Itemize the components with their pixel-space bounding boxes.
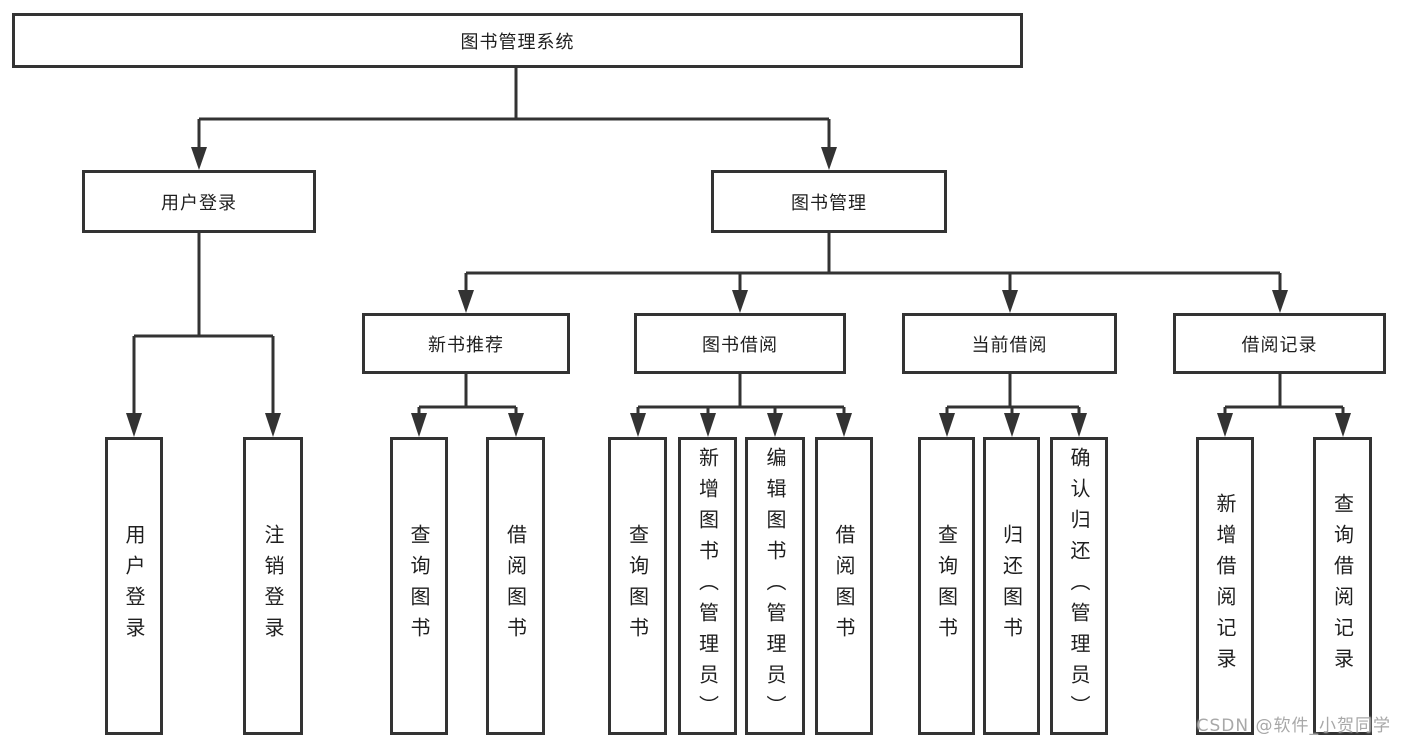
arrow-down-icon	[1004, 413, 1020, 437]
arrow-down-icon	[939, 413, 955, 437]
node-borrowing-records: 借阅记录	[1173, 313, 1386, 374]
leaf-edit-book-admin: 编辑图书（管理员）	[745, 437, 805, 735]
arrow-down-icon	[508, 413, 524, 437]
arrow-down-icon	[1071, 413, 1087, 437]
leaf-query-books-current: 查询图书	[918, 437, 975, 735]
leaf-return-books: 归还图书	[983, 437, 1040, 735]
node-new-book-recommendation: 新书推荐	[362, 313, 570, 374]
arrow-down-icon	[191, 147, 207, 170]
arrow-down-icon	[126, 413, 142, 437]
node-book-borrowing: 图书借阅	[634, 313, 846, 374]
node-user-login: 用户登录	[82, 170, 316, 233]
leaf-user-login: 用户登录	[105, 437, 163, 735]
leaf-confirm-return-admin: 确认归还（管理员）	[1050, 437, 1108, 735]
leaf-query-borrow-record: 查询借阅记录	[1313, 437, 1372, 735]
node-library-management-system: 图书管理系统	[12, 13, 1023, 68]
node-book-management: 图书管理	[711, 170, 947, 233]
arrow-down-icon	[732, 290, 748, 313]
leaf-logout: 注销登录	[243, 437, 303, 735]
arrow-down-icon	[1002, 290, 1018, 313]
arrow-down-icon	[700, 413, 716, 437]
arrow-down-icon	[1272, 290, 1288, 313]
node-current-borrowing: 当前借阅	[902, 313, 1117, 374]
leaf-borrow-books: 借阅图书	[815, 437, 873, 735]
arrow-down-icon	[458, 290, 474, 313]
arrow-down-icon	[411, 413, 427, 437]
leaf-borrow-books-recommend: 借阅图书	[486, 437, 545, 735]
leaf-query-books-borrowing: 查询图书	[608, 437, 667, 735]
arrow-down-icon	[1335, 413, 1351, 437]
csdn-watermark: CSDN @软件_小贺同学	[1196, 716, 1391, 736]
arrow-down-icon	[836, 413, 852, 437]
leaf-add-book-admin: 新增图书（管理员）	[678, 437, 737, 735]
leaf-query-books-recommend: 查询图书	[390, 437, 448, 735]
arrow-down-icon	[265, 413, 281, 437]
arrow-down-icon	[767, 413, 783, 437]
arrow-down-icon	[630, 413, 646, 437]
arrow-down-icon	[1217, 413, 1233, 437]
leaf-add-borrow-record: 新增借阅记录	[1196, 437, 1254, 735]
arrow-down-icon	[821, 147, 837, 170]
